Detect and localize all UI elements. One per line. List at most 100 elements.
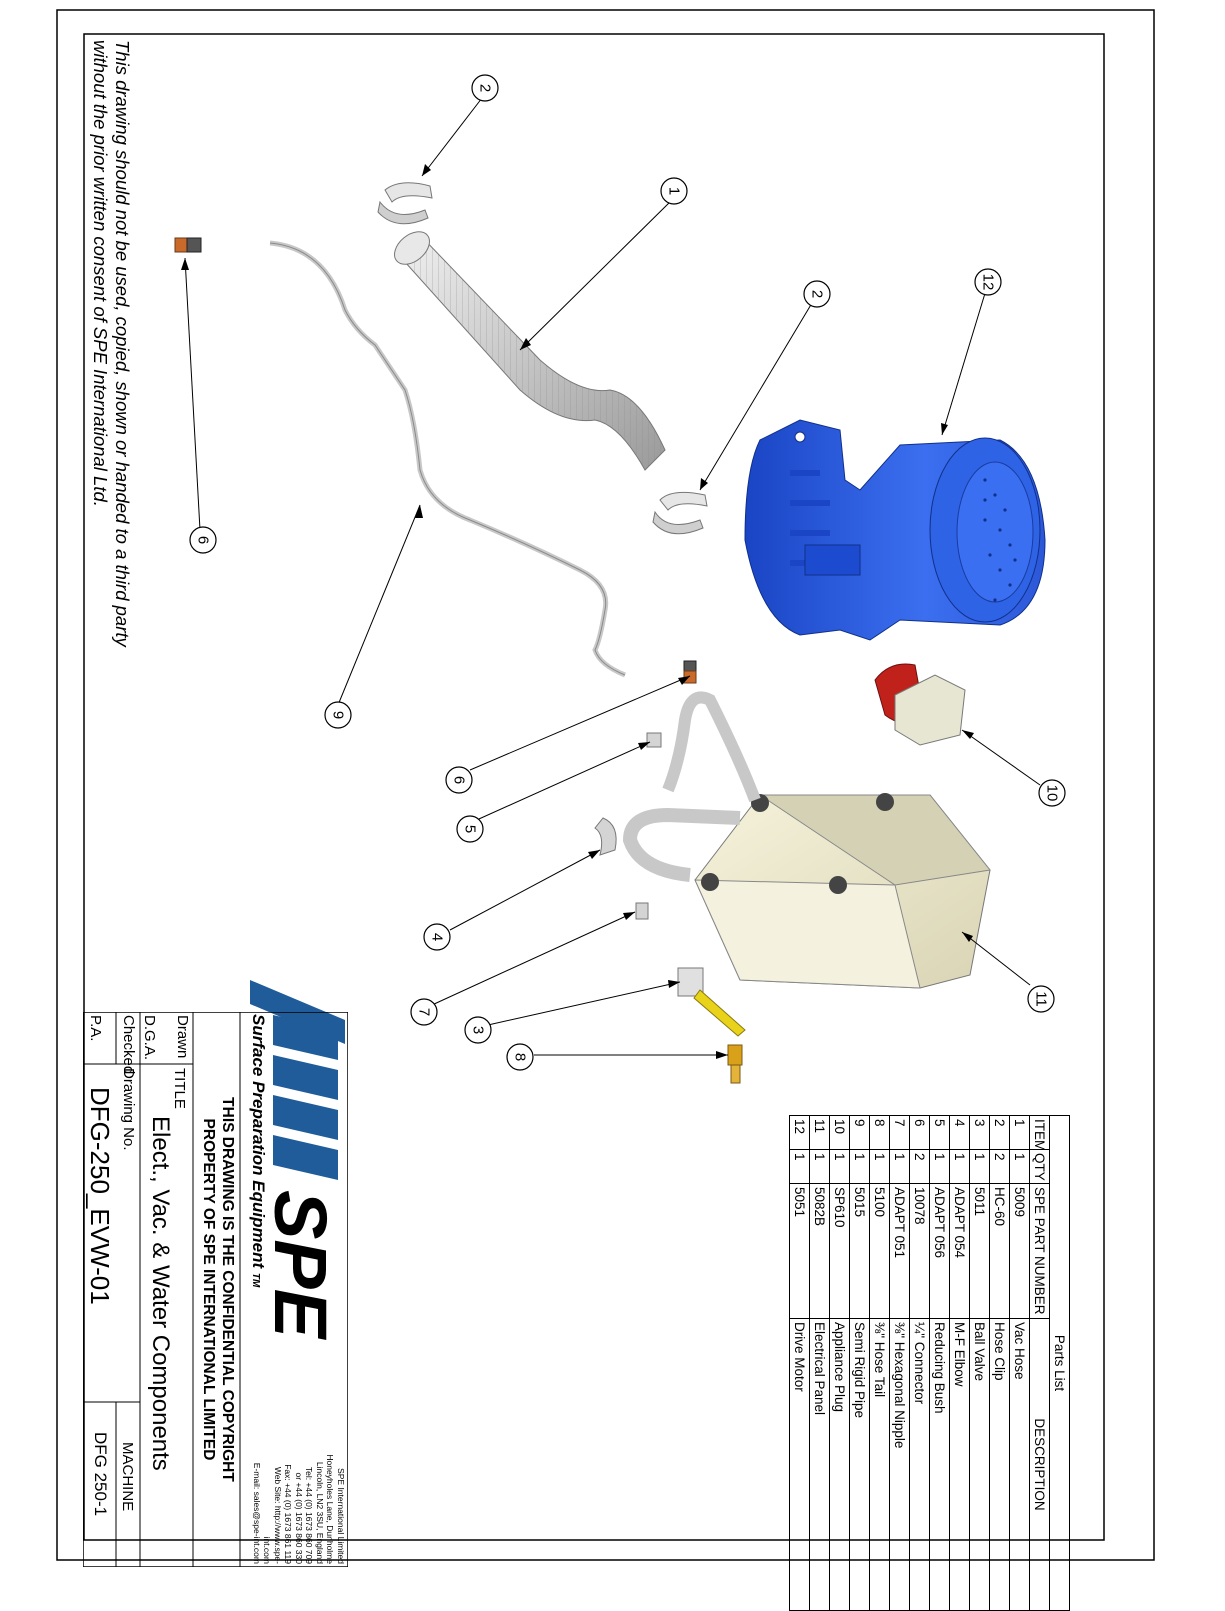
address-line: SPE International Limited — [336, 1468, 346, 1564]
qty-cell: 2 — [909, 1149, 930, 1184]
qty-cell: 1 — [889, 1149, 910, 1184]
copyright-notice: This drawing should not be used, copied,… — [89, 40, 133, 1040]
balloon-12: 12 — [974, 268, 1002, 296]
notice-line-1: This drawing should not be used, copied,… — [112, 40, 133, 647]
leader-arrowheads — [181, 164, 974, 1059]
address-line: Lincoln, LN2 3SU, England — [315, 1461, 325, 1564]
connector-left — [174, 237, 202, 253]
qty-cell: 1 — [829, 1149, 850, 1184]
balloon-4: 4 — [423, 923, 451, 951]
part-number-cell: 5051 — [789, 1183, 810, 1319]
qty-cell: 1 — [949, 1149, 970, 1184]
qty-cell: 1 — [929, 1149, 950, 1184]
semi-rigid-pipe-edge — [269, 242, 626, 676]
connector-right — [683, 660, 697, 684]
copyright-line-2: PROPERTY OF SPE INTERNATIONAL LIMITED — [200, 1118, 217, 1461]
item-cell: 10 — [829, 1115, 850, 1150]
header-part-number: SPE PART NUMBER — [1029, 1183, 1050, 1319]
part-number-cell: SP610 — [829, 1183, 850, 1319]
qty-cell: 1 — [969, 1149, 990, 1184]
address-line: Web Site: http://www.spe-int.com — [262, 1466, 284, 1564]
address-line: Honeyholes Lane, Dunholme — [325, 1454, 336, 1564]
balloon-label: 9 — [330, 711, 347, 719]
description-cell: Electrical Panel — [809, 1318, 830, 1611]
balloon-label: 3 — [470, 1026, 487, 1034]
part-number-cell: 5011 — [969, 1183, 990, 1319]
part-number-cell: ADAPT 054 — [949, 1183, 970, 1319]
qty-cell: 1 — [1009, 1149, 1030, 1184]
tagline: Surface Preparation Equipment TM — [249, 1014, 268, 1288]
description-cell: Semi Rigid Pipe — [849, 1318, 870, 1611]
description-cell: ¼" Connector — [909, 1318, 930, 1611]
item-cell: 12 — [789, 1115, 810, 1150]
title-block: SPE Surface Preparation Equipment TM SPE… — [83, 1012, 348, 1567]
balloon-5: 5 — [456, 815, 484, 843]
qty-cell: 1 — [849, 1149, 870, 1184]
outer-border — [56, 9, 1155, 1561]
qty-cell: 1 — [869, 1149, 890, 1184]
inner-border — [83, 33, 1105, 1541]
balloon-8: 8 — [506, 1043, 534, 1071]
checked-label: Checked — [120, 1015, 137, 1075]
description-cell: M-F Elbow — [949, 1318, 970, 1611]
item-cell: 1 — [1009, 1115, 1030, 1150]
drawn-label: Drawn — [174, 1015, 191, 1059]
item-cell: 2 — [989, 1115, 1010, 1150]
hose-tail — [727, 1044, 743, 1084]
balloon-label: 6 — [451, 776, 468, 784]
balloon-label: 12 — [980, 274, 997, 291]
item-cell: 5 — [929, 1115, 950, 1150]
part-number-cell: HC-60 — [989, 1183, 1010, 1319]
logo-stripes — [273, 1015, 338, 1180]
item-cell: 11 — [809, 1115, 830, 1150]
balloon-2: 2 — [471, 74, 499, 102]
hose-clip-bottom — [652, 491, 708, 535]
drawing-number: DFG-250_EVW-01 — [85, 1087, 115, 1305]
address-line: E-mail: sales@spe-int.com — [252, 1462, 262, 1564]
item-cell: 8 — [869, 1115, 890, 1150]
machine-label: MACHINE — [119, 1442, 136, 1512]
balloon-label: 6 — [195, 536, 212, 544]
appliance-plug — [874, 663, 966, 746]
part-number-cell: ADAPT 056 — [929, 1183, 950, 1319]
balloon-1: 1 — [660, 177, 688, 205]
balloon-2: 2 — [803, 280, 831, 308]
drawing-no-label: Drawing No. — [120, 1068, 137, 1151]
hose-clip-top — [377, 182, 433, 225]
description-cell: Drive Motor — [789, 1318, 810, 1611]
part-number-cell: 5100 — [869, 1183, 890, 1319]
part-number-cell: ADAPT 051 — [889, 1183, 910, 1319]
part-number-cell: 10078 — [909, 1183, 930, 1319]
balloon-label: 5 — [462, 825, 479, 833]
balloon-label: 2 — [809, 290, 826, 298]
title-block-frame: SPE — [83, 1012, 348, 1567]
ball-valve — [677, 967, 746, 1037]
description-cell: ⅜" Hexagonal Nipple — [889, 1318, 910, 1611]
hexagonal-nipple — [635, 902, 649, 920]
machine-number: DFG 250-1 — [91, 1432, 110, 1517]
balloon-3: 3 — [464, 1016, 492, 1044]
balloon-6: 6 — [189, 526, 217, 554]
description-cell: ⅜" Hose Tail — [869, 1318, 890, 1611]
description-cell: Hose Clip — [989, 1318, 1010, 1611]
header-qty: QTY — [1029, 1149, 1050, 1184]
item-cell: 3 — [969, 1115, 990, 1150]
balloon-10: 10 — [1038, 779, 1066, 807]
balloon-label: 4 — [429, 933, 446, 941]
qty-cell: 1 — [809, 1149, 830, 1184]
reducing-bush — [646, 732, 662, 748]
address-line: Fax: +44 (0) 1673 861 119 — [283, 1464, 294, 1564]
parts-list-caption: Parts List — [1049, 1115, 1070, 1611]
balloon-label: 1 — [666, 187, 683, 195]
address-line: Tel: +44 (0) 1673 860 709 — [304, 1466, 315, 1564]
balloon-label: 11 — [1033, 991, 1050, 1007]
